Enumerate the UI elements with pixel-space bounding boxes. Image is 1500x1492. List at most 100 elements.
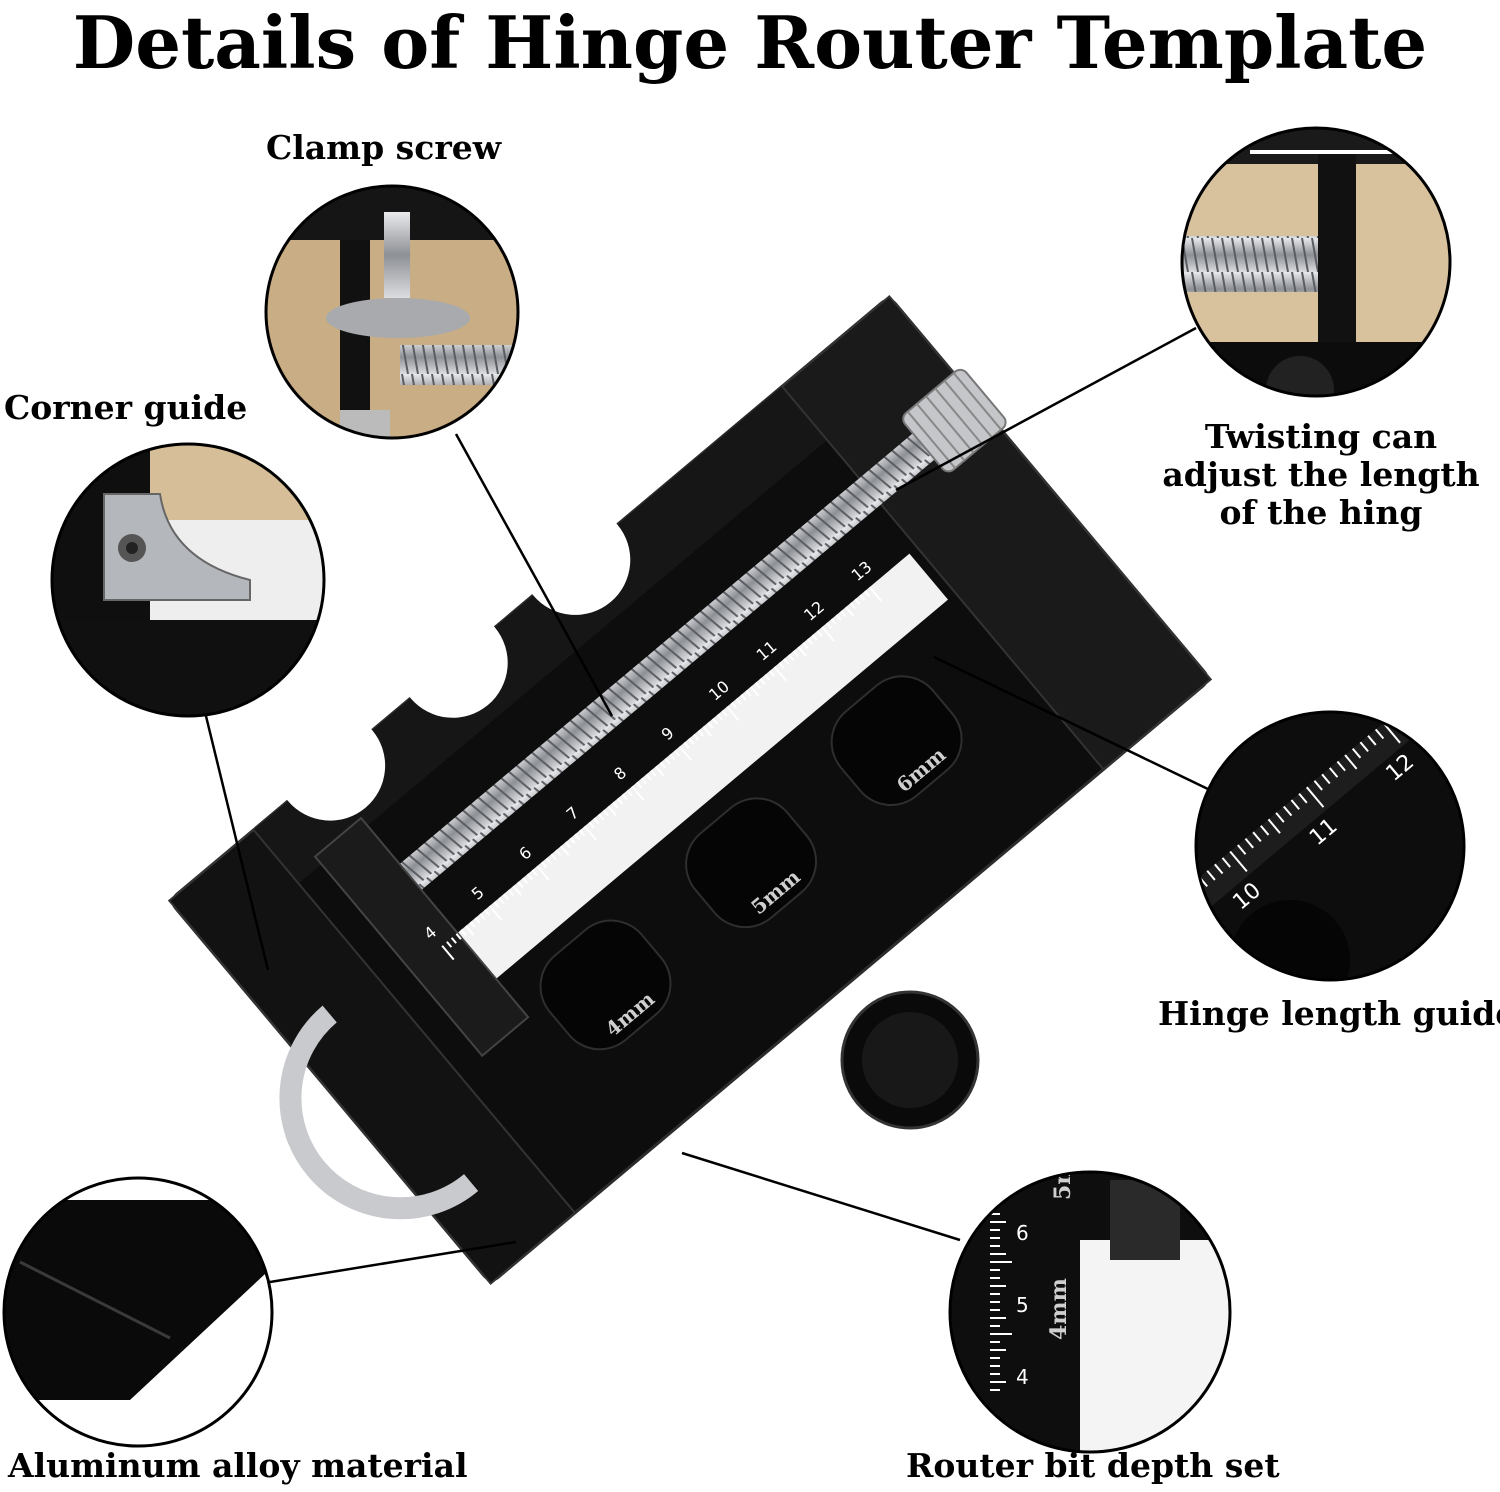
scale-tick: [678, 745, 692, 761]
zoom-scale-tick: [1184, 890, 1192, 899]
zoom-scale-tick: [1298, 792, 1308, 804]
scale-tick: [621, 793, 628, 801]
scale-tick: [788, 654, 795, 661]
scale-tick: [503, 893, 510, 900]
scale-tick: [735, 698, 742, 705]
scale-tick: [797, 646, 807, 657]
scale-tick: [721, 709, 728, 717]
zoom-ring-router-depth: [948, 1170, 1232, 1454]
zoom-scale-tick: [1154, 916, 1171, 936]
zoom-scale-tick: [1290, 799, 1300, 810]
zoom-scale-tick: [1390, 715, 1400, 727]
scale-tick: [745, 690, 752, 697]
scale-tick: [460, 929, 467, 936]
scale-tick: [697, 729, 704, 737]
scale-tick: [564, 841, 571, 849]
scale-tick: [602, 809, 609, 817]
scale-tick: [849, 602, 856, 610]
zoom-scale-tick: [1344, 754, 1358, 770]
scale-tick: [541, 861, 548, 869]
zoom-twisting: [1182, 128, 1450, 396]
zoom-scale-tick: [1214, 863, 1224, 875]
zoom-ring-clamp: [264, 184, 520, 440]
scale-tick: [693, 733, 700, 741]
zoom-ring-hinge-length: [1194, 710, 1466, 982]
scale-tick: [655, 765, 665, 777]
scale-tick: [555, 849, 562, 857]
zoom-scale-tick: [1169, 903, 1177, 912]
zoom-scale-tick: [1275, 812, 1285, 823]
scale-tick: [859, 594, 866, 602]
scale-tick: [712, 717, 719, 725]
zoom-slot-4mm: 4mm: [1046, 1278, 1072, 1340]
scale-tick: [446, 941, 453, 948]
scale-tick: [707, 721, 714, 729]
zoom-aluminum: [4, 1178, 272, 1446]
scale-tick: [617, 797, 624, 805]
scale-tick: [683, 741, 690, 749]
zoom-ring-corner: [50, 442, 326, 718]
scale-tick: [759, 678, 766, 685]
scale-tick: [864, 590, 871, 598]
scale-tick: [783, 658, 790, 665]
scale-tick: [493, 901, 500, 908]
scale-tick: [674, 749, 681, 757]
scale-tick: [588, 821, 595, 829]
scale-tick: [868, 586, 882, 602]
scale-tick: [479, 913, 486, 920]
scale-tick: [455, 933, 462, 940]
scale-tick: [550, 853, 557, 861]
scale-tick: [636, 781, 643, 789]
page-title: Details of Hinge Router Template: [72, 0, 1428, 85]
scale-tick: [669, 753, 676, 761]
label-clamp-screw: Clamp screw: [266, 128, 502, 167]
scale-tick: [773, 666, 787, 682]
zoom-scale-tick: [1267, 818, 1281, 834]
zoom-scale-tick: [1305, 786, 1325, 808]
scale-tick: [840, 610, 847, 618]
zoom-scale-tick: [1374, 728, 1385, 740]
scale-tick: [754, 682, 761, 689]
scale-tick: [531, 869, 538, 877]
scale-tick: [631, 785, 645, 801]
scale-tick: [764, 674, 771, 681]
zoom-scale-tick: [1221, 857, 1231, 868]
zoom-scale-tick: [1359, 741, 1369, 753]
scale-tick: [816, 630, 823, 637]
scale-tick: [507, 889, 514, 896]
zoom-depth-5: 5: [1016, 1293, 1029, 1317]
scale-tick: [465, 925, 475, 936]
scale-tick: [526, 873, 533, 881]
scale-tick: [845, 606, 855, 617]
scale-tick: [731, 702, 738, 709]
zoom-scale-tick: [1336, 760, 1346, 772]
scale-tick: [583, 825, 597, 841]
scale-tick: [811, 634, 818, 641]
leader-lines: [203, 326, 1211, 1284]
zoom-scale-tick: [1437, 678, 1445, 687]
zoom-scale-tick: [1429, 684, 1437, 693]
zoom-scale-tick: [1397, 712, 1408, 720]
zoom-scale-tick: [1252, 831, 1262, 843]
scale-tick: [488, 905, 502, 921]
scale-tick: [536, 865, 550, 881]
scale-tick: [545, 857, 552, 865]
scale-tick: [517, 881, 524, 889]
scale-tick: [830, 618, 837, 625]
zoom-scale-tick: [1367, 735, 1377, 746]
zoom-scale-tick: [1206, 870, 1216, 881]
scale-tick: [826, 622, 833, 629]
scale-tick: [664, 757, 671, 765]
scale-tick: [612, 801, 619, 809]
scale-tick: [659, 761, 666, 769]
scale-tick: [802, 642, 809, 649]
zoom-scale-tick: [1244, 837, 1254, 849]
scale-tick: [740, 694, 747, 701]
scale-tick: [650, 769, 657, 777]
zoom-depth-6: 6: [1016, 1221, 1029, 1245]
label-corner-guide: Corner guide: [4, 388, 248, 427]
zoom-scale-tick: [1321, 773, 1331, 785]
zoom-scale-tick: [1237, 844, 1247, 855]
scale-tick: [560, 845, 570, 856]
